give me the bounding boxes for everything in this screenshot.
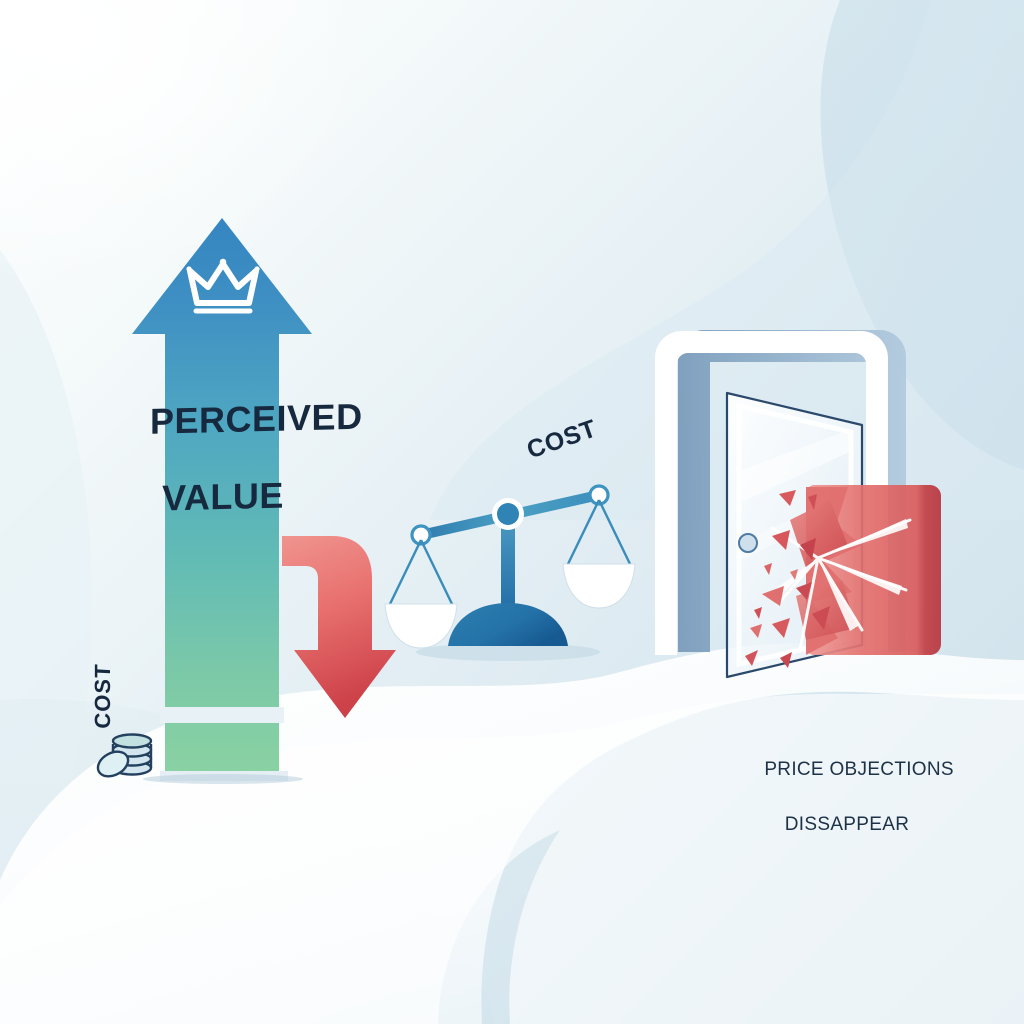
crown-icon [187,261,259,314]
scale-fulcrum-hub [497,503,519,525]
background-blob-top-right [820,0,1024,470]
scale-base [448,603,568,646]
scale-beam-group [410,484,610,546]
perceived-value-line1: PERCEIVED [150,395,363,442]
shattering-red-wall [745,485,941,668]
wall-shards [745,490,830,668]
corner-glow [0,0,560,460]
scale-pan-right [562,499,636,609]
scale-pan-left [384,539,458,649]
arrow-gap-1 [160,707,284,723]
red-arrow-shaft [282,536,396,718]
scale-ground-shadow [416,643,600,661]
arrow-ground-shadow [143,774,303,784]
outcome-caption-line2: DISSAPPEAR [784,813,910,835]
perceived-value-label: PERCEIVED VALUE [108,359,363,596]
scale-left-pivot [410,524,432,546]
cost-bar-label: COST [90,662,115,730]
door-handle-icon [738,533,758,553]
crown-right-jewel [254,266,260,272]
leaning-coin [96,750,130,778]
scale-right-pivot [588,484,610,506]
crown-top-jewel [219,258,227,266]
crown-left-jewel [186,266,192,272]
perceived-value-line2: VALUE [162,474,284,519]
outcome-caption: PRICE OBJECTIONS DISSAPPEAR [742,728,954,893]
outcome-caption-line1: PRICE OBJECTIONS [764,758,954,780]
